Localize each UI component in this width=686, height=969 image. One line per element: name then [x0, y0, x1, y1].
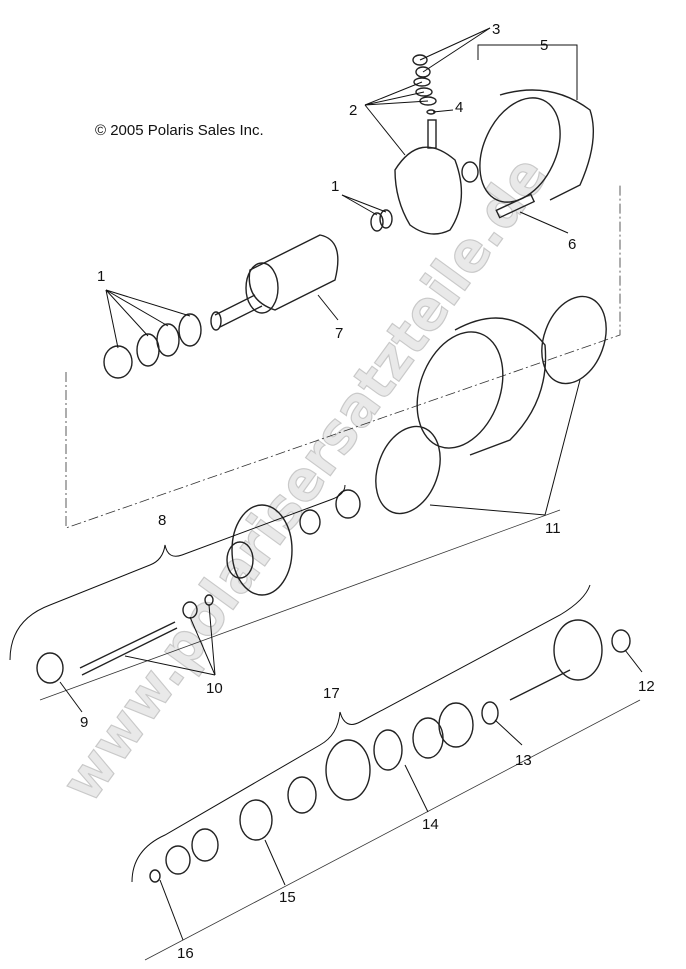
leader-lines	[59, 27, 643, 941]
end-cap-housing	[461, 89, 595, 203]
callout-16: 16	[177, 945, 194, 962]
callout-11: 11	[545, 520, 561, 537]
callout-6: 6	[568, 236, 576, 253]
callout-14: 14	[422, 816, 439, 833]
callout-17: 17	[323, 685, 340, 702]
axis-line	[39, 509, 561, 701]
copyright-notice: © 2005 Polaris Sales Inc.	[95, 122, 264, 139]
callout-9: 9	[80, 714, 88, 731]
bolt-6	[495, 193, 536, 219]
field-housing	[375, 295, 607, 515]
drive-end-housing	[226, 489, 361, 596]
callout-7: 7	[335, 325, 343, 342]
axis-line	[144, 699, 641, 961]
brace-8	[9, 484, 346, 661]
armature	[210, 209, 393, 331]
nuts-washers	[412, 54, 437, 115]
callout-10: 10	[206, 680, 223, 697]
callout-13: 13	[515, 752, 532, 769]
callout-1-top: 1	[331, 178, 339, 195]
callout-5: 5	[540, 37, 548, 54]
callout-3: 3	[492, 21, 500, 38]
callout-2: 2	[349, 102, 357, 119]
callout-1-left: 1	[97, 268, 105, 285]
callout-4: 4	[455, 99, 463, 116]
callout-15: 15	[279, 889, 296, 906]
assembly-line	[65, 185, 621, 529]
washers-1	[103, 313, 202, 379]
callout-8: 8	[158, 512, 166, 529]
pinion-clutch-assembly	[149, 619, 631, 883]
through-bolt-and-seals	[36, 594, 214, 684]
brush-holder	[394, 119, 463, 235]
brace-17	[131, 584, 591, 883]
callout-12: 12	[638, 678, 655, 695]
watermark: www.polarisersatzteile.de	[50, 145, 561, 814]
